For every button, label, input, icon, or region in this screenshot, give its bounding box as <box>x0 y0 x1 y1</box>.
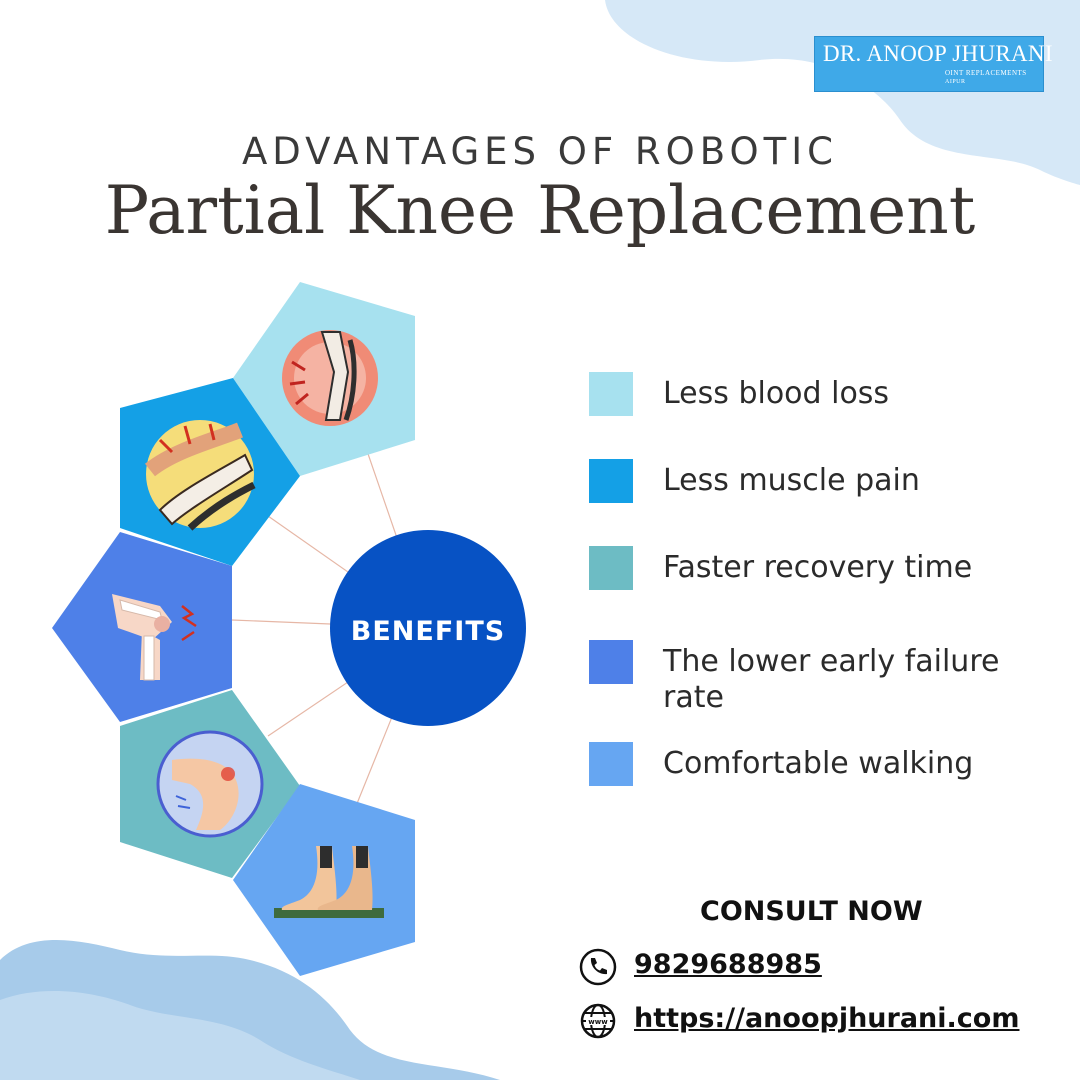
consult-heading: CONSULT NOW <box>700 896 923 927</box>
page-subtitle: ADVANTAGES OF ROBOTIC <box>242 130 838 173</box>
logo-name: DR. ANOOP JHURANI <box>823 41 1053 66</box>
globe-icon: www <box>580 1003 616 1039</box>
website-link[interactable]: https://anoopjhurani.com <box>634 1003 1020 1034</box>
benefit-color-swatch <box>589 372 633 416</box>
benefit-label: Less blood loss <box>663 376 890 411</box>
benefits-circle <box>330 530 526 726</box>
benefit-label: Comfortable walking <box>663 746 974 781</box>
benefit-label: The lower early failure rate <box>663 644 1000 715</box>
benefits-label: BENEFITS <box>351 616 505 647</box>
phone-icon <box>579 948 617 986</box>
brand-logo: DR. ANOOP JHURANI OINT REPLACEMENTS AIPU… <box>814 36 1053 92</box>
knee-joint-pain-icon <box>112 594 197 681</box>
svg-text:www: www <box>588 1018 608 1026</box>
benefits-diagram: BENEFITS <box>52 282 526 976</box>
benefit-label: Faster recovery time <box>663 550 973 585</box>
benefit-color-swatch <box>589 742 633 786</box>
phone-number-link[interactable]: 9829688985 <box>634 949 822 980</box>
knee-swelling-icon <box>156 730 264 838</box>
feet-walking-icon <box>274 846 384 918</box>
benefit-color-swatch <box>589 546 633 590</box>
benefit-label: Less muscle pain <box>663 463 920 498</box>
logo-tagline: OINT REPLACEMENTS <box>945 69 1027 77</box>
bone-inflammation-icon <box>145 420 256 531</box>
logo-city: AIPUR <box>945 79 966 85</box>
benefit-color-swatch <box>589 640 633 684</box>
knee-xray-pain-icon <box>282 330 378 426</box>
page-title: Partial Knee Replacement <box>104 172 976 249</box>
benefit-color-swatch <box>589 459 633 503</box>
